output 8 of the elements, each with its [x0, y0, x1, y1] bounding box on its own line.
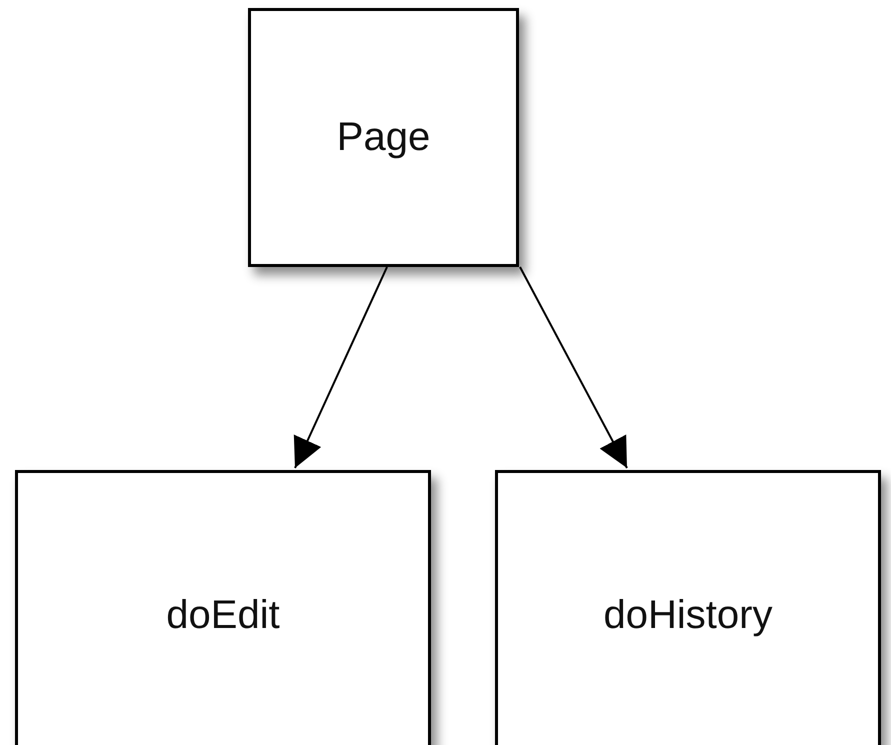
arrow — [294, 266, 388, 468]
box-label: doHistory — [604, 592, 772, 638]
box — [495, 470, 881, 745]
box — [15, 470, 431, 745]
arrow — [519, 266, 628, 468]
box-label: Page — [336, 115, 430, 160]
box-label: doEdit — [166, 592, 280, 638]
box — [248, 8, 519, 267]
